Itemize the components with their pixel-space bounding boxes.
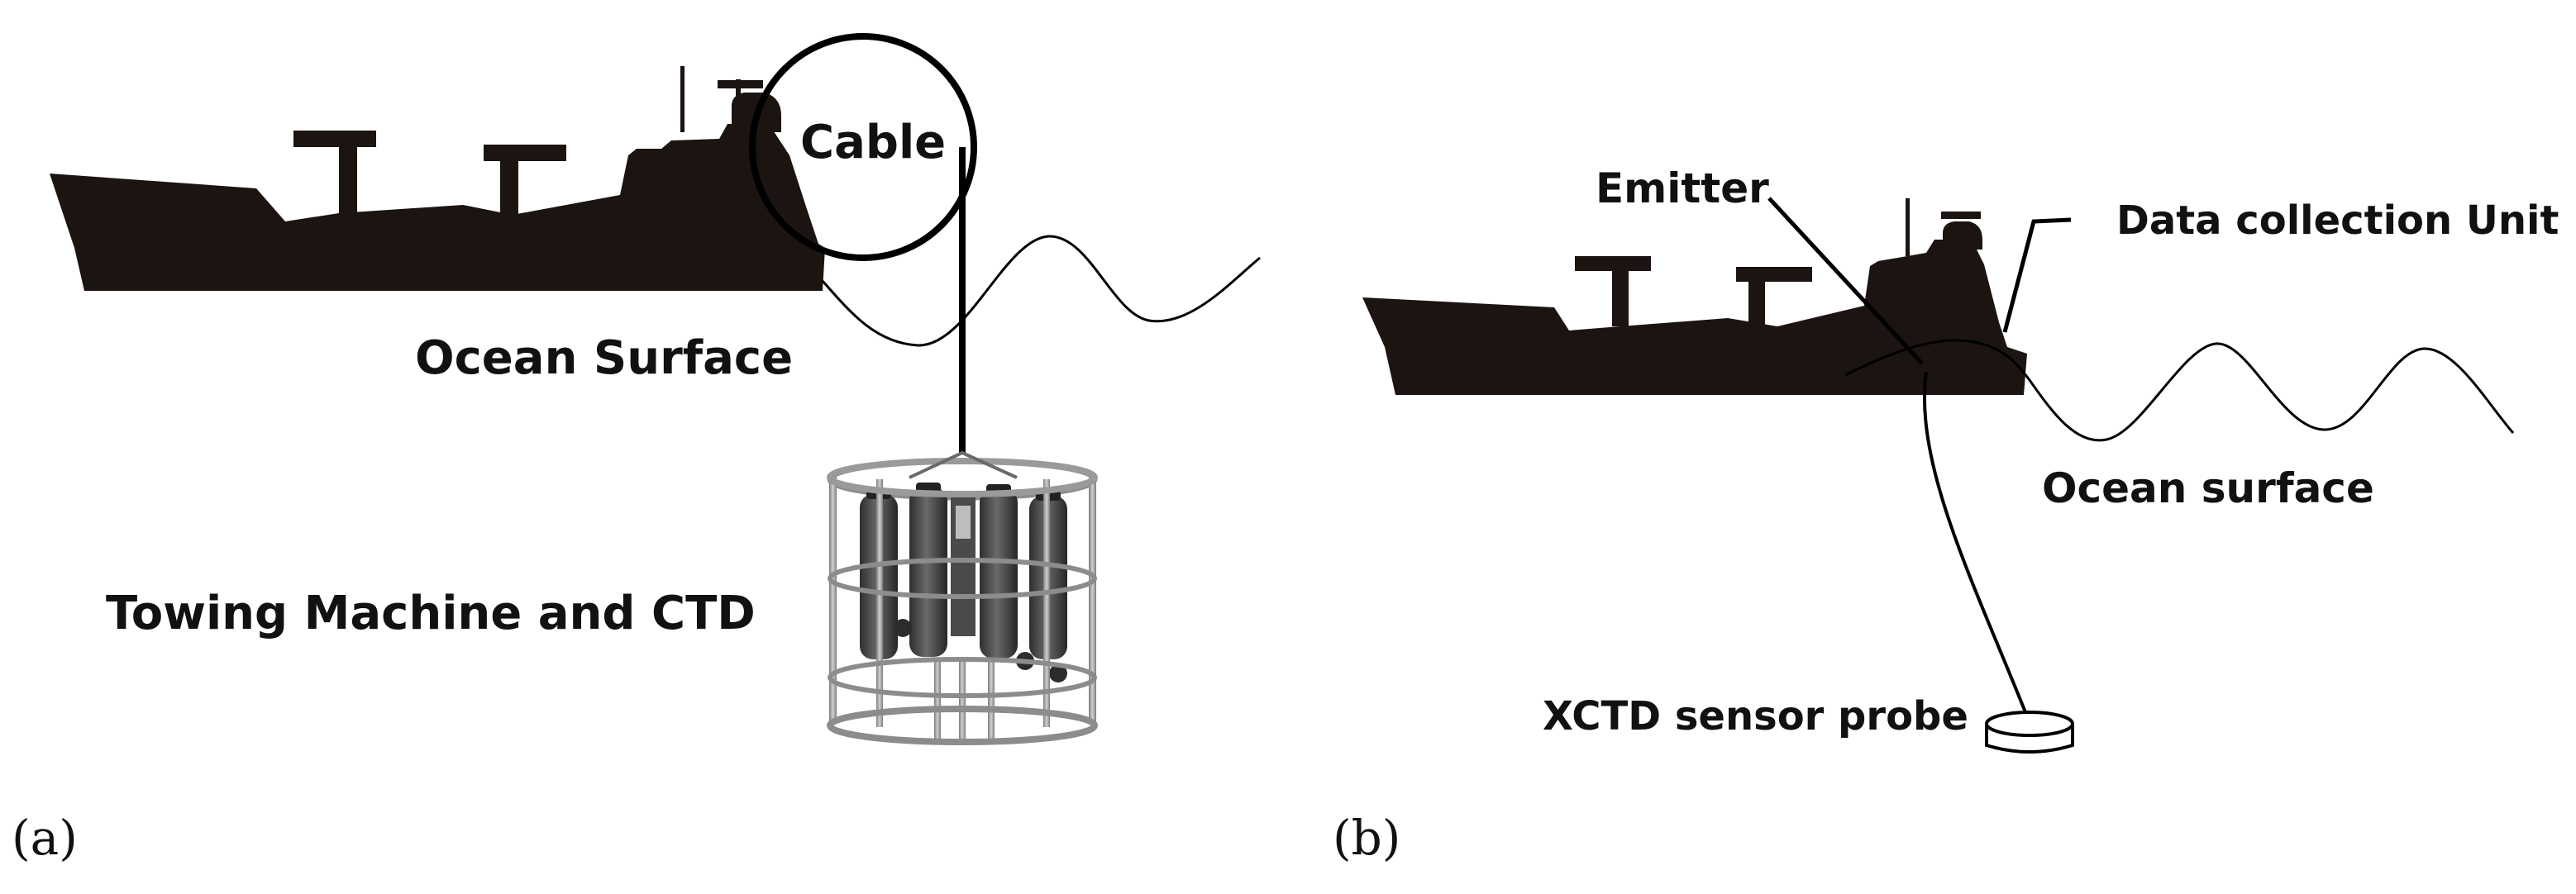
data-collection-unit-label: Data collection Unit xyxy=(2116,197,2559,244)
ocean-wave-b xyxy=(1844,339,2515,442)
ocean-surface-label-b: Ocean surface xyxy=(2042,464,2374,512)
panel-b xyxy=(1362,197,2515,754)
data-unit-pointer xyxy=(2002,217,2072,333)
emitter-pointer xyxy=(1767,197,1924,365)
panel-a xyxy=(50,33,1261,745)
cable-label: Cable xyxy=(800,116,947,169)
ship-silhouette-icon xyxy=(50,66,825,291)
ctd-label: Towing Machine and CTD xyxy=(106,587,756,640)
probe-wire xyxy=(1922,371,2027,713)
xctd-probe-label: XCTD sensor probe xyxy=(1543,693,1968,739)
panel-b-tag: (b) xyxy=(1333,810,1401,866)
emitter-label: Emitter xyxy=(1596,164,1769,212)
xctd-probe-icon xyxy=(1985,711,2074,754)
cable-reel-circle xyxy=(749,33,977,261)
ocean-surface-label-a: Ocean Surface xyxy=(415,331,794,385)
ship-silhouette-icon-b xyxy=(1362,198,2027,395)
ocean-wave-a xyxy=(821,235,1261,347)
ctd-rosette-icon xyxy=(827,450,1098,745)
panel-a-tag: (a) xyxy=(12,810,78,866)
